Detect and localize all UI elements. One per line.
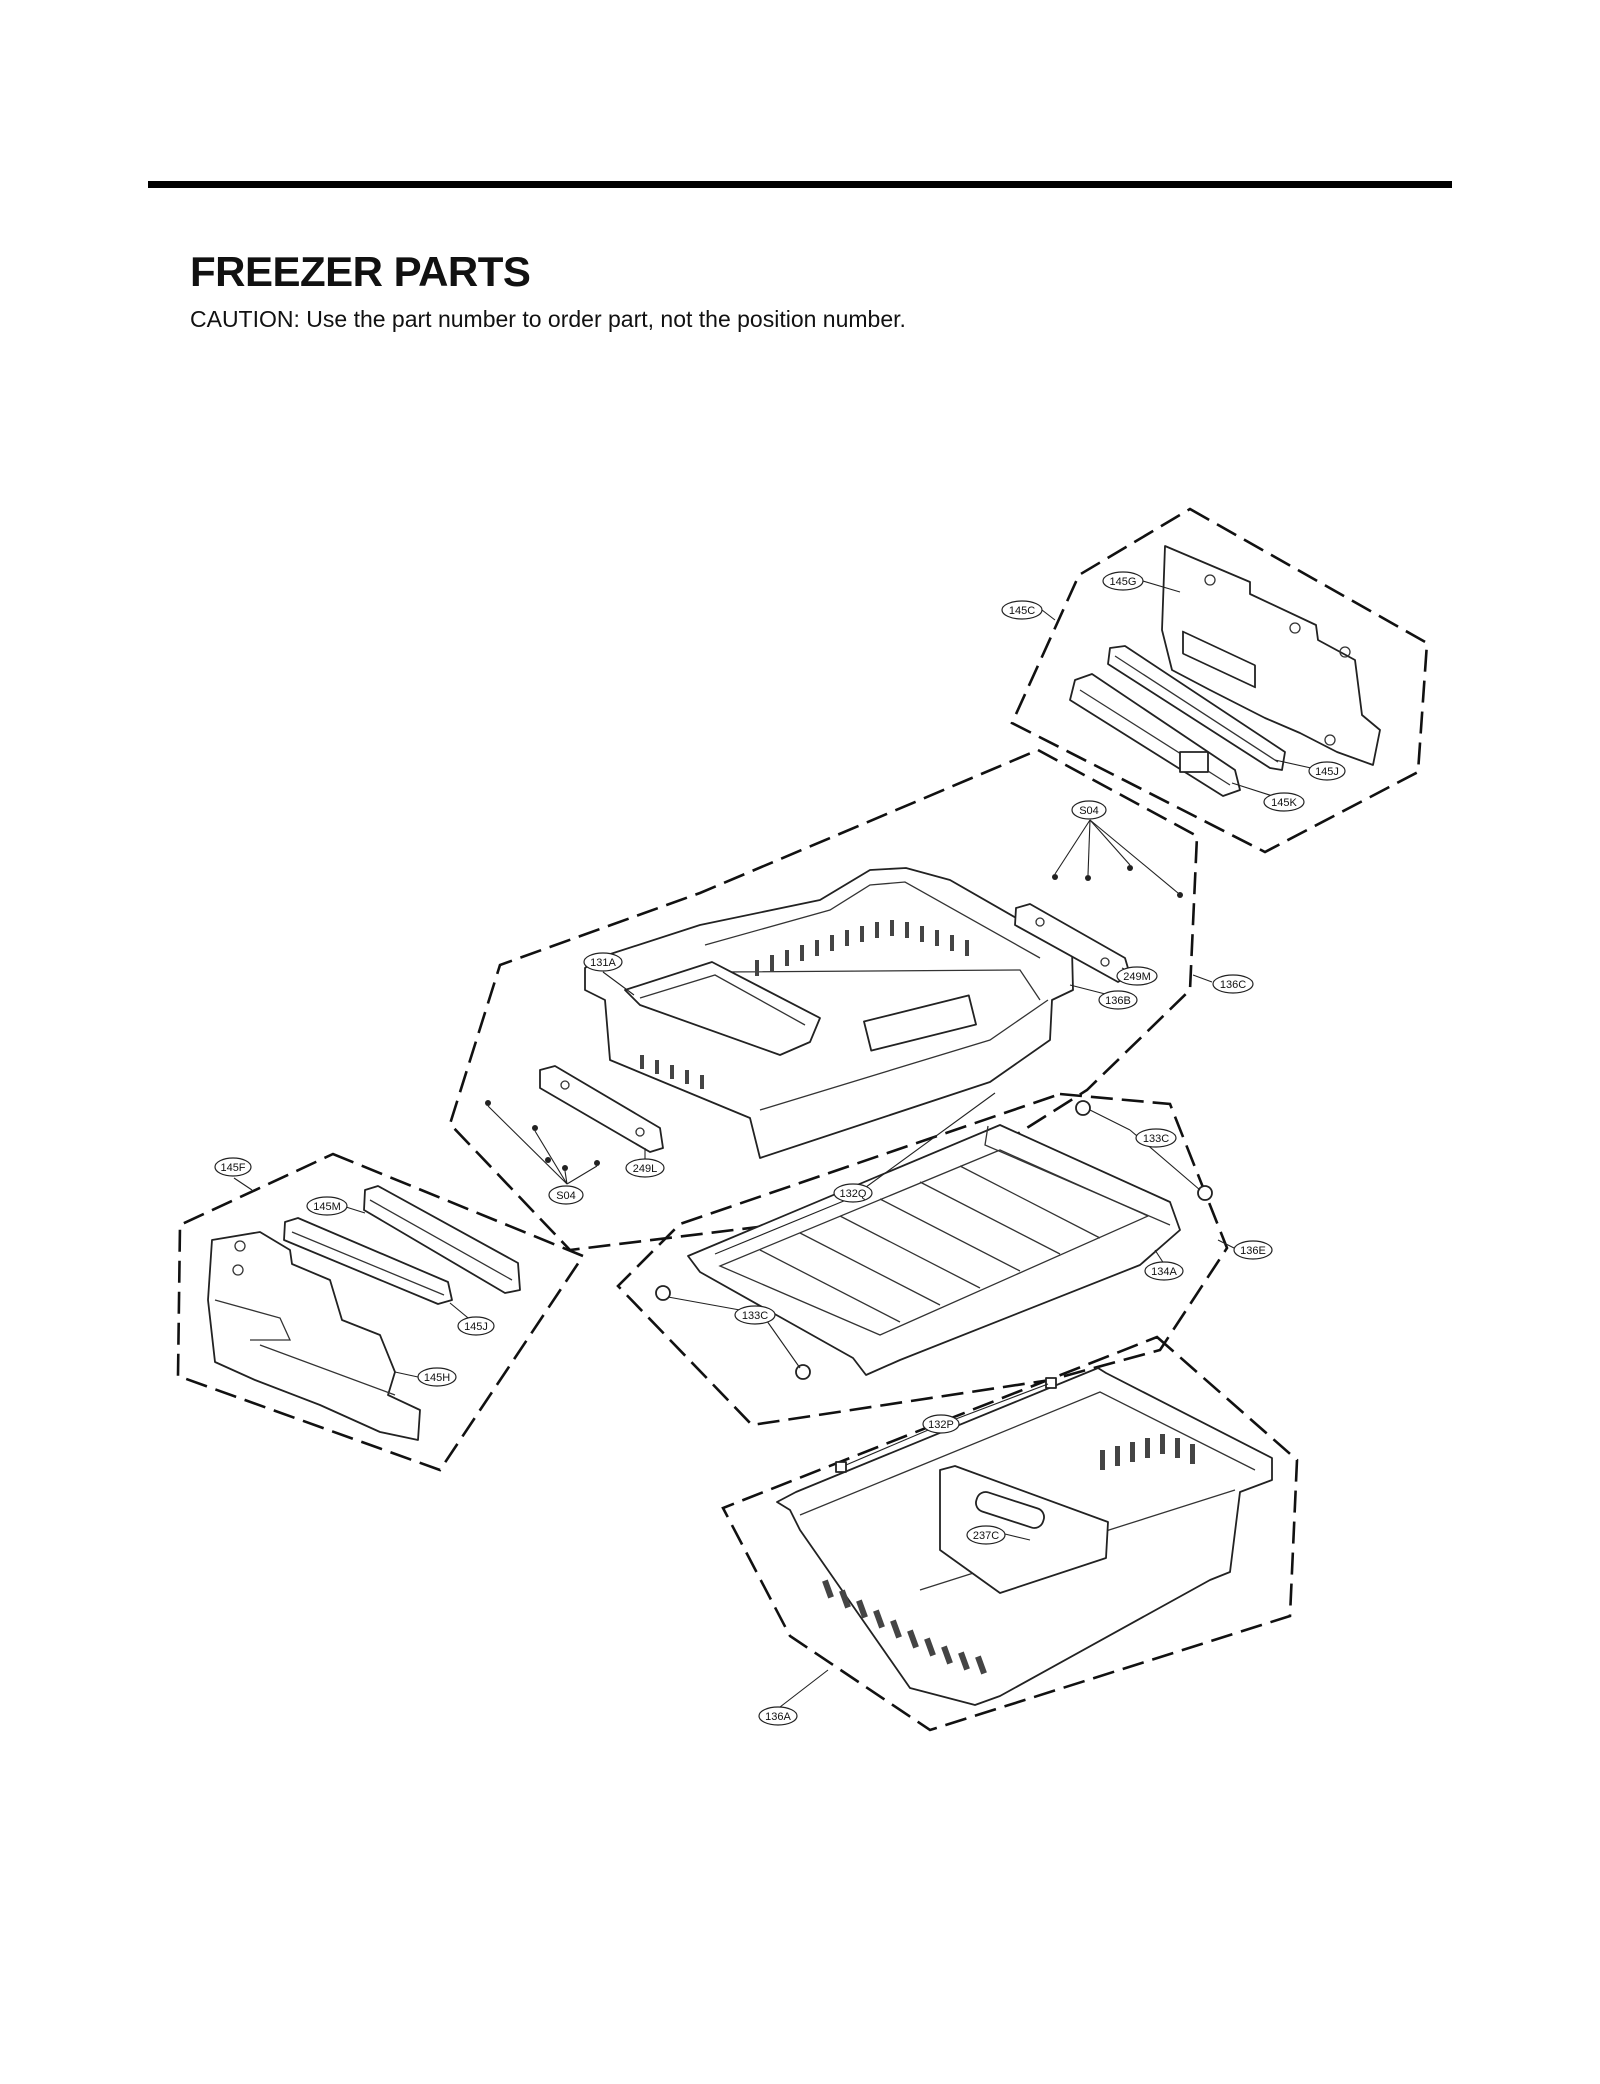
label-134A: 134A [1144, 1261, 1184, 1281]
label-145G: 145G [1102, 571, 1144, 591]
shelf-ribs [759, 1165, 1101, 1323]
label-145M: 145M [306, 1196, 348, 1216]
svg-text:136A: 136A [765, 1711, 791, 1723]
label-133C-top: 133C [1135, 1128, 1177, 1148]
label-237C: 237C [966, 1525, 1006, 1545]
group-middle-shelf [616, 1092, 1229, 1427]
svg-text:145M: 145M [313, 1201, 341, 1213]
label-136C: 136C [1212, 974, 1254, 994]
label-133C-left: 133C [734, 1305, 776, 1325]
svg-text:131A: 131A [590, 957, 616, 969]
svg-text:133C: 133C [1143, 1133, 1169, 1145]
header-rule [148, 181, 1452, 188]
svg-text:S04: S04 [556, 1190, 576, 1202]
label-145C: 145C [1001, 600, 1043, 620]
group-upper-drawer [448, 748, 1199, 1252]
svg-text:237C: 237C [973, 1530, 999, 1542]
label-S04-bottom: S04 [548, 1185, 584, 1205]
svg-text:145F: 145F [220, 1162, 245, 1174]
basket-vent-slots [822, 1434, 1195, 1675]
label-145J-top: 145J [1308, 761, 1346, 781]
label-132P: 132P [922, 1414, 960, 1434]
svg-text:134A: 134A [1151, 1266, 1177, 1278]
svg-text:249M: 249M [1123, 971, 1151, 983]
svg-text:145G: 145G [1110, 576, 1137, 588]
label-145K: 145K [1263, 792, 1305, 812]
svg-text:145C: 145C [1009, 605, 1035, 617]
caution-note: CAUTION: Use the part number to order pa… [190, 306, 906, 332]
label-136A: 136A [758, 1706, 798, 1726]
drawer-vent-slots [640, 920, 969, 1089]
group-rail-left [176, 1152, 585, 1472]
svg-text:136E: 136E [1240, 1245, 1266, 1257]
svg-text:136B: 136B [1105, 995, 1131, 1007]
label-145J-left: 145J [457, 1316, 495, 1336]
group-rail-right [1010, 507, 1429, 854]
label-136B: 136B [1098, 990, 1138, 1010]
label-249M: 249M [1116, 966, 1158, 986]
svg-text:132P: 132P [928, 1419, 954, 1431]
label-S04-top: S04 [1071, 800, 1107, 820]
label-249L: 249L [625, 1158, 665, 1178]
label-131A: 131A [583, 952, 623, 972]
label-145H: 145H [417, 1367, 457, 1387]
svg-text:145K: 145K [1271, 797, 1297, 809]
svg-text:S04: S04 [1079, 805, 1099, 817]
svg-text:133C: 133C [742, 1310, 768, 1322]
svg-text:249L: 249L [633, 1163, 657, 1175]
svg-text:132Q: 132Q [840, 1188, 867, 1200]
group-bottom-basket [721, 1335, 1299, 1732]
label-145F: 145F [214, 1157, 252, 1177]
svg-text:145J: 145J [1315, 766, 1339, 778]
svg-text:145H: 145H [424, 1372, 450, 1384]
page-title: FREEZER PARTS [190, 248, 531, 295]
label-132Q: 132Q [833, 1183, 873, 1203]
label-136E: 136E [1233, 1240, 1273, 1260]
svg-text:145J: 145J [464, 1321, 488, 1333]
svg-text:136C: 136C [1220, 979, 1246, 991]
